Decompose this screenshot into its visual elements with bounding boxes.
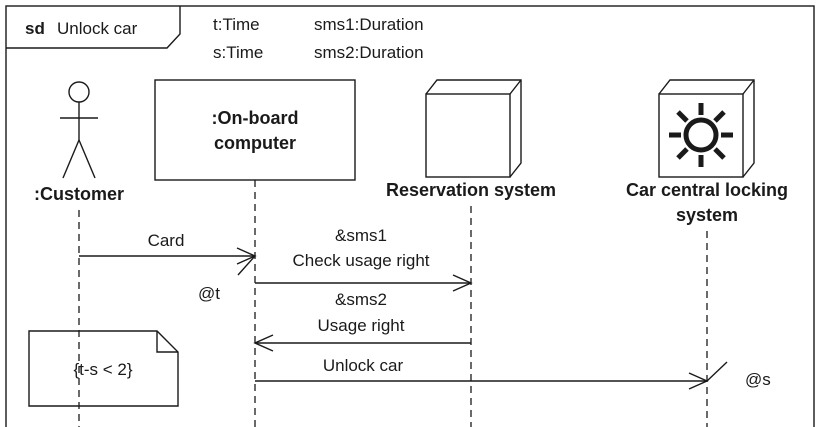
lifeline-onboard-label-2: computer [214,133,296,153]
lifeline-onboard-label-1: :On-board [212,108,299,128]
declaration-s-time: s:Time [213,43,263,62]
message-unlock-car: Unlock car [255,356,709,390]
message-usage-arrowhead [253,334,274,352]
lifeline-reservation-label: Reservation system [386,180,556,200]
frame-title-tab: sd Unlock car [6,6,181,49]
observation-declarations: t:Time sms1:Duration s:Time sms2:Duratio… [213,15,424,62]
declaration-sms2-duration: sms2:Duration [314,43,424,62]
lifeline-locking-label-2: system [676,205,738,225]
message-card-arrowhead [236,247,257,265]
message-check-usage-right: &sms1 Check usage right [255,226,473,292]
message-check-arrowhead [452,274,473,292]
lifeline-onboard-computer: :On-board computer [154,79,356,427]
time-observation-s: @s [706,361,771,389]
node-cube-icon [425,79,522,178]
message-unlock-label: Unlock car [323,356,404,375]
frame-keyword: sd [25,19,45,38]
time-observation-t-label: @t [198,284,220,303]
lifeline-locking-label-1: Car central locking [626,180,788,200]
constraint-note-text: {t-s < 2} [73,360,132,379]
declaration-t-time: t:Time [213,15,260,34]
actor-icon [60,81,98,179]
duration-sms1-label: &sms1 [335,226,387,245]
message-card: Card [79,231,257,265]
class-box-icon [154,79,356,181]
time-observation-t: @t [198,255,256,303]
message-usage-right: &sms2 Usage right [253,290,471,352]
message-usage-label: Usage right [318,316,405,335]
constraint-note: {t-s < 2} [28,330,179,407]
lifeline-customer: :Customer [34,81,124,427]
message-card-label: Card [148,231,185,250]
duration-sms2-label: &sms2 [335,290,387,309]
diagram-frame [5,5,815,427]
frame-name: Unlock car [57,19,138,38]
sun-device-icon [658,79,755,178]
lifeline-reservation-system: Reservation system [386,79,556,427]
message-check-label: Check usage right [292,251,429,270]
lifeline-customer-label: :Customer [34,184,124,204]
lifeline-central-locking: Car central locking system [626,79,788,427]
declaration-sms1-duration: sms1:Duration [314,15,424,34]
time-observation-s-label: @s [745,370,771,389]
